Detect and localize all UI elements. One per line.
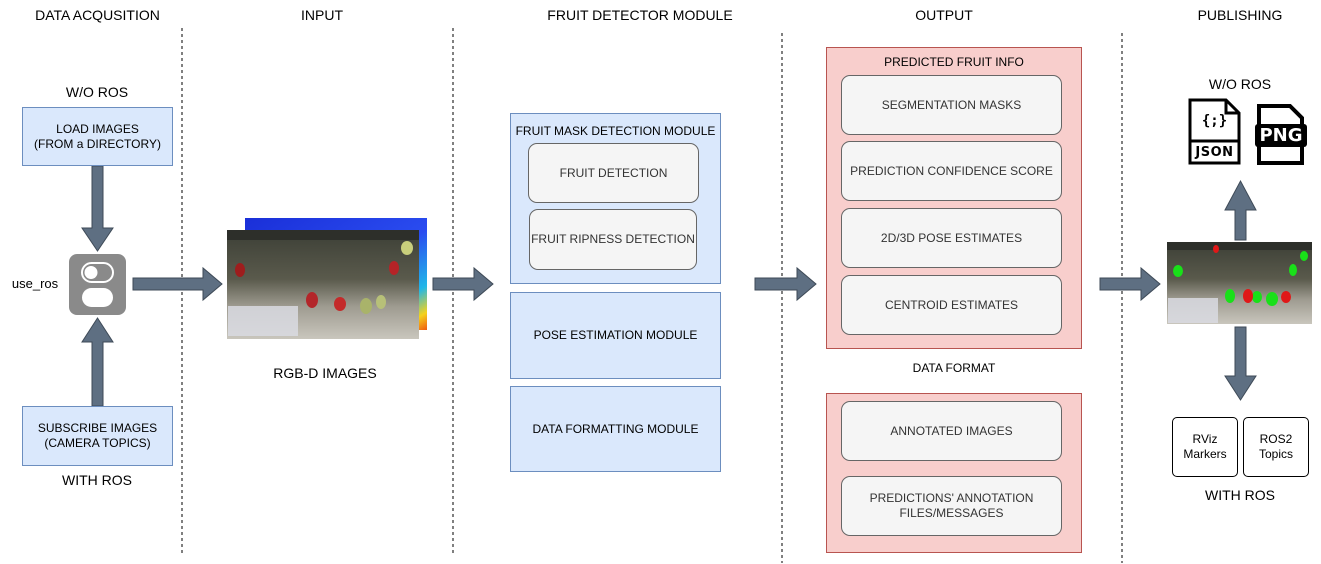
with-ros-label-left: WITH ROS (62, 472, 132, 488)
use-ros-label: use_ros (11, 276, 59, 291)
fruit-ripeness-detection-box: FRUIT RIPNESS DETECTION (529, 209, 697, 270)
arrow-input-to-detector (432, 266, 494, 302)
pose-estimates-box: 2D/3D POSE ESTIMATES (841, 208, 1062, 268)
header-input: INPUT (301, 7, 343, 23)
ros2-topics-box: ROS2 Topics (1243, 417, 1309, 477)
segmentation-masks-box: SEGMENTATION MASKS (841, 75, 1062, 135)
arrow-publish-up (1224, 179, 1257, 241)
predicted-fruit-info-title: PREDICTED FRUIT INFO (884, 55, 1024, 69)
arrow-publish-down (1224, 326, 1257, 401)
centroid-estimates-box: CENTROID ESTIMATES (841, 275, 1062, 335)
rviz-markers-box: RViz Markers (1172, 417, 1238, 477)
json-icon-text: JSON (1195, 145, 1234, 160)
wo-ros-label-left: W/O ROS (65, 84, 129, 100)
with-ros-label-right: WITH ROS (1205, 487, 1275, 503)
json-icon-glyph: {;} (1201, 113, 1228, 129)
fruit-detection-box: FRUIT DETECTION (528, 143, 699, 203)
arrow-subscribe-to-toggle (81, 317, 114, 407)
png-icon-text: PNG (1259, 125, 1303, 146)
png-file-icon (1255, 104, 1307, 165)
rgbd-image-stack (227, 218, 427, 339)
arrow-load-to-toggle (81, 165, 114, 252)
strawberry-marks (235, 241, 413, 314)
annotated-image (1167, 242, 1312, 324)
header-fruit-detector: FRUIT DETECTOR MODULE (547, 7, 733, 23)
wo-ros-label-right: W/O ROS (1208, 76, 1272, 92)
subscribe-images-box: SUBSCRIBE IMAGES (CAMERA TOPICS) (22, 406, 173, 466)
arrow-detector-to-output (754, 266, 817, 302)
header-publishing: PUBLISHING (1197, 7, 1283, 23)
column-dividers (181, 28, 1123, 563)
fruit-mask-module-title: FRUIT MASK DETECTION MODULE (515, 124, 716, 138)
header-data-acquisition: DATA ACQUSITION (35, 7, 160, 23)
use-ros-toggle-icon (69, 254, 126, 315)
annotation-files-box: PREDICTIONS' ANNOTATION FILES/MESSAGES (841, 476, 1062, 536)
data-formatting-module: DATA FORMATTING MODULE (510, 386, 721, 472)
red-mask-marks (1213, 245, 1291, 303)
rgbd-images-caption: RGB-D IMAGES (273, 365, 377, 381)
green-mask-marks (1173, 251, 1308, 306)
annotated-images-box: ANNOTATED IMAGES (841, 401, 1062, 461)
pose-estimation-module: POSE ESTIMATION MODULE (510, 292, 721, 379)
json-file-icon (1188, 98, 1241, 165)
load-images-box: LOAD IMAGES (FROM a DIRECTORY) (22, 107, 173, 166)
arrow-output-to-publishing (1099, 266, 1161, 302)
data-format-title: DATA FORMAT (912, 361, 996, 375)
header-output: OUTPUT (915, 7, 973, 23)
prediction-confidence-box: PREDICTION CONFIDENCE SCORE (841, 141, 1062, 201)
arrow-toggle-to-input (132, 266, 223, 302)
